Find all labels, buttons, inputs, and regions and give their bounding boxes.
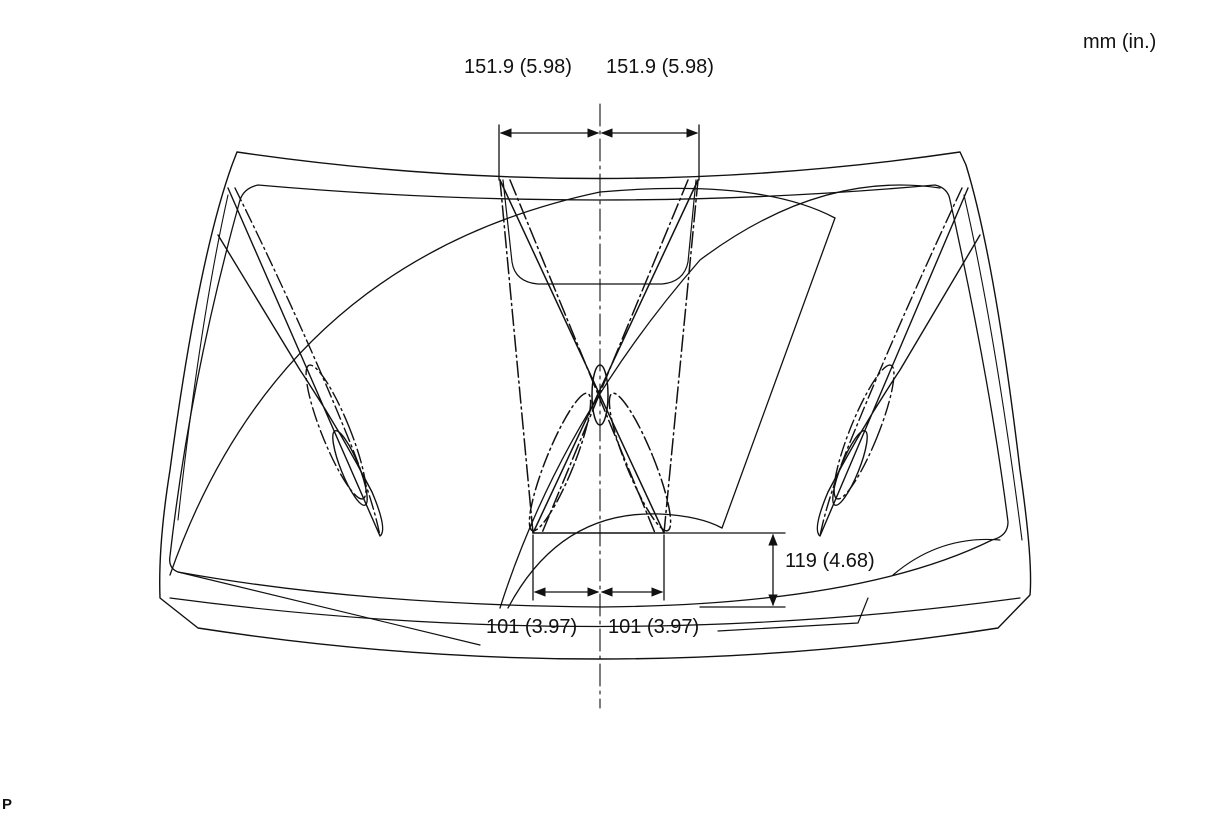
wiper-arc-bottom: [507, 513, 723, 609]
wiper-arc-right: [499, 184, 941, 609]
top-dimension: [498, 124, 700, 181]
windshield-inner-line-3: [963, 194, 1023, 541]
lower-left-line: [177, 571, 481, 646]
left-spray-pattern: [217, 187, 384, 537]
dimension-top-left: 151.9 (5.98): [464, 56, 572, 78]
right-spray-pattern: [816, 187, 981, 537]
leader-line: [717, 597, 869, 632]
center-spray-pattern: [499, 179, 699, 534]
bottom-dimension: [532, 534, 665, 601]
dimension-vertical: 119 (4.68): [785, 550, 875, 572]
windshield-inner-outline: [169, 184, 1009, 608]
windshield-inner-line-2: [177, 194, 229, 521]
arm-pivot-line-right: [892, 538, 1001, 576]
vertical-dimension: [663, 532, 786, 608]
wiper-sweep-edge: [721, 217, 836, 529]
corner-code: P: [2, 796, 13, 813]
wiper-arc-left: [169, 187, 836, 576]
windshield-outer-outline: [159, 151, 1032, 660]
unit-label: mm (in.): [1083, 31, 1157, 53]
windshield-lower-band: [169, 597, 1021, 628]
dimension-bottom-right: 101 (3.97): [608, 616, 700, 638]
dimension-top-right: 151.9 (5.98): [606, 56, 714, 78]
dimension-bottom-left: 101 (3.97): [486, 616, 578, 638]
